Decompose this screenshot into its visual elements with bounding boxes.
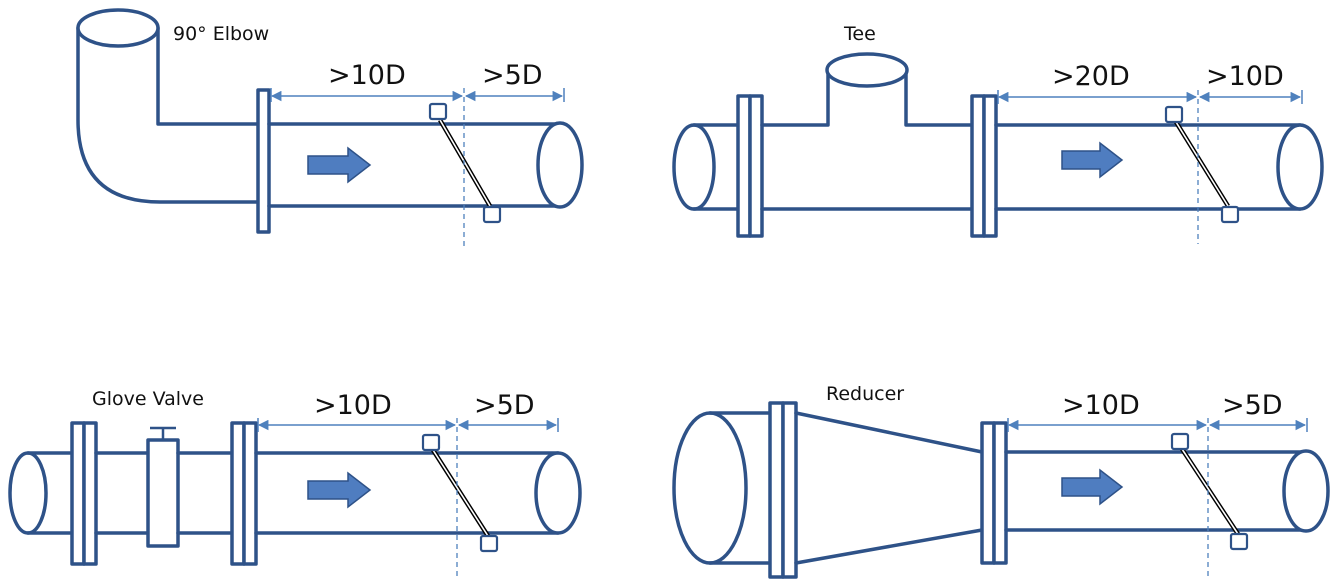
elbow-straight-pipe xyxy=(267,122,562,208)
reducer-pipe-end xyxy=(1282,449,1330,533)
panel-valve: Glove Valve >10D >5D xyxy=(8,388,582,576)
elbow-fitting-label: 90° Elbow xyxy=(173,23,269,45)
tee-fitting-label: Tee xyxy=(843,23,876,45)
tee-lower-sensor xyxy=(1220,205,1240,224)
valve-downstream-label: >5D xyxy=(474,390,535,421)
reducer-large-opening xyxy=(672,411,748,565)
elbow-downstream-label: >5D xyxy=(482,60,543,91)
valve-flow-arrow xyxy=(307,471,372,509)
reducer-small-flange xyxy=(980,421,996,565)
tee-upstream-label: >20D xyxy=(1052,61,1130,92)
reducer-upper-sensor xyxy=(1170,432,1190,451)
tee-left-flange xyxy=(736,94,752,238)
elbow-opening xyxy=(76,8,160,48)
reducer-downstream-label: >5D xyxy=(1222,390,1283,421)
elbow-upper-sensor xyxy=(428,102,448,121)
reducer-large-flange xyxy=(768,401,785,579)
valve-left-flange xyxy=(70,421,86,566)
elbow-upstream-label: >10D xyxy=(328,60,406,91)
valve-left-opening xyxy=(8,451,48,535)
panel-elbow: 90° Elbow >10D >5D xyxy=(76,8,584,246)
elbow-flow-arrow xyxy=(307,146,372,184)
tee-pipe-end xyxy=(1276,123,1324,211)
valve-pipe-end xyxy=(534,451,582,535)
valve-lower-sensor xyxy=(479,534,499,553)
tee-branch-opening xyxy=(825,52,909,88)
elbow-lower-sensor xyxy=(482,205,502,224)
tee-flow-arrow xyxy=(1061,141,1124,179)
tee-downstream-label: >10D xyxy=(1206,61,1284,92)
elbow-flange xyxy=(256,88,271,234)
valve-upper-sensor xyxy=(421,433,441,452)
elbow-pipe-end xyxy=(536,121,584,209)
reducer-upstream-label: >10D xyxy=(1062,390,1140,421)
tee-body xyxy=(760,68,974,211)
panel-tee: Tee >20D >10D xyxy=(672,23,1324,244)
reducer-lower-sensor xyxy=(1229,532,1249,551)
elbow-pipe xyxy=(76,26,260,204)
valve-body xyxy=(146,438,180,548)
panel-reducer: Reducer >10D >5D xyxy=(672,383,1330,579)
valve-fitting-label: Glove Valve xyxy=(92,388,204,410)
reducer-flow-arrow xyxy=(1061,468,1124,506)
valve-right-flange xyxy=(230,421,246,566)
reducer-cone xyxy=(794,411,984,565)
tee-upper-sensor xyxy=(1164,105,1184,124)
tee-right-flange xyxy=(970,94,986,238)
valve-upstream-label: >10D xyxy=(314,390,392,421)
tee-left-opening xyxy=(672,123,716,211)
reducer-fitting-label: Reducer xyxy=(826,383,904,405)
